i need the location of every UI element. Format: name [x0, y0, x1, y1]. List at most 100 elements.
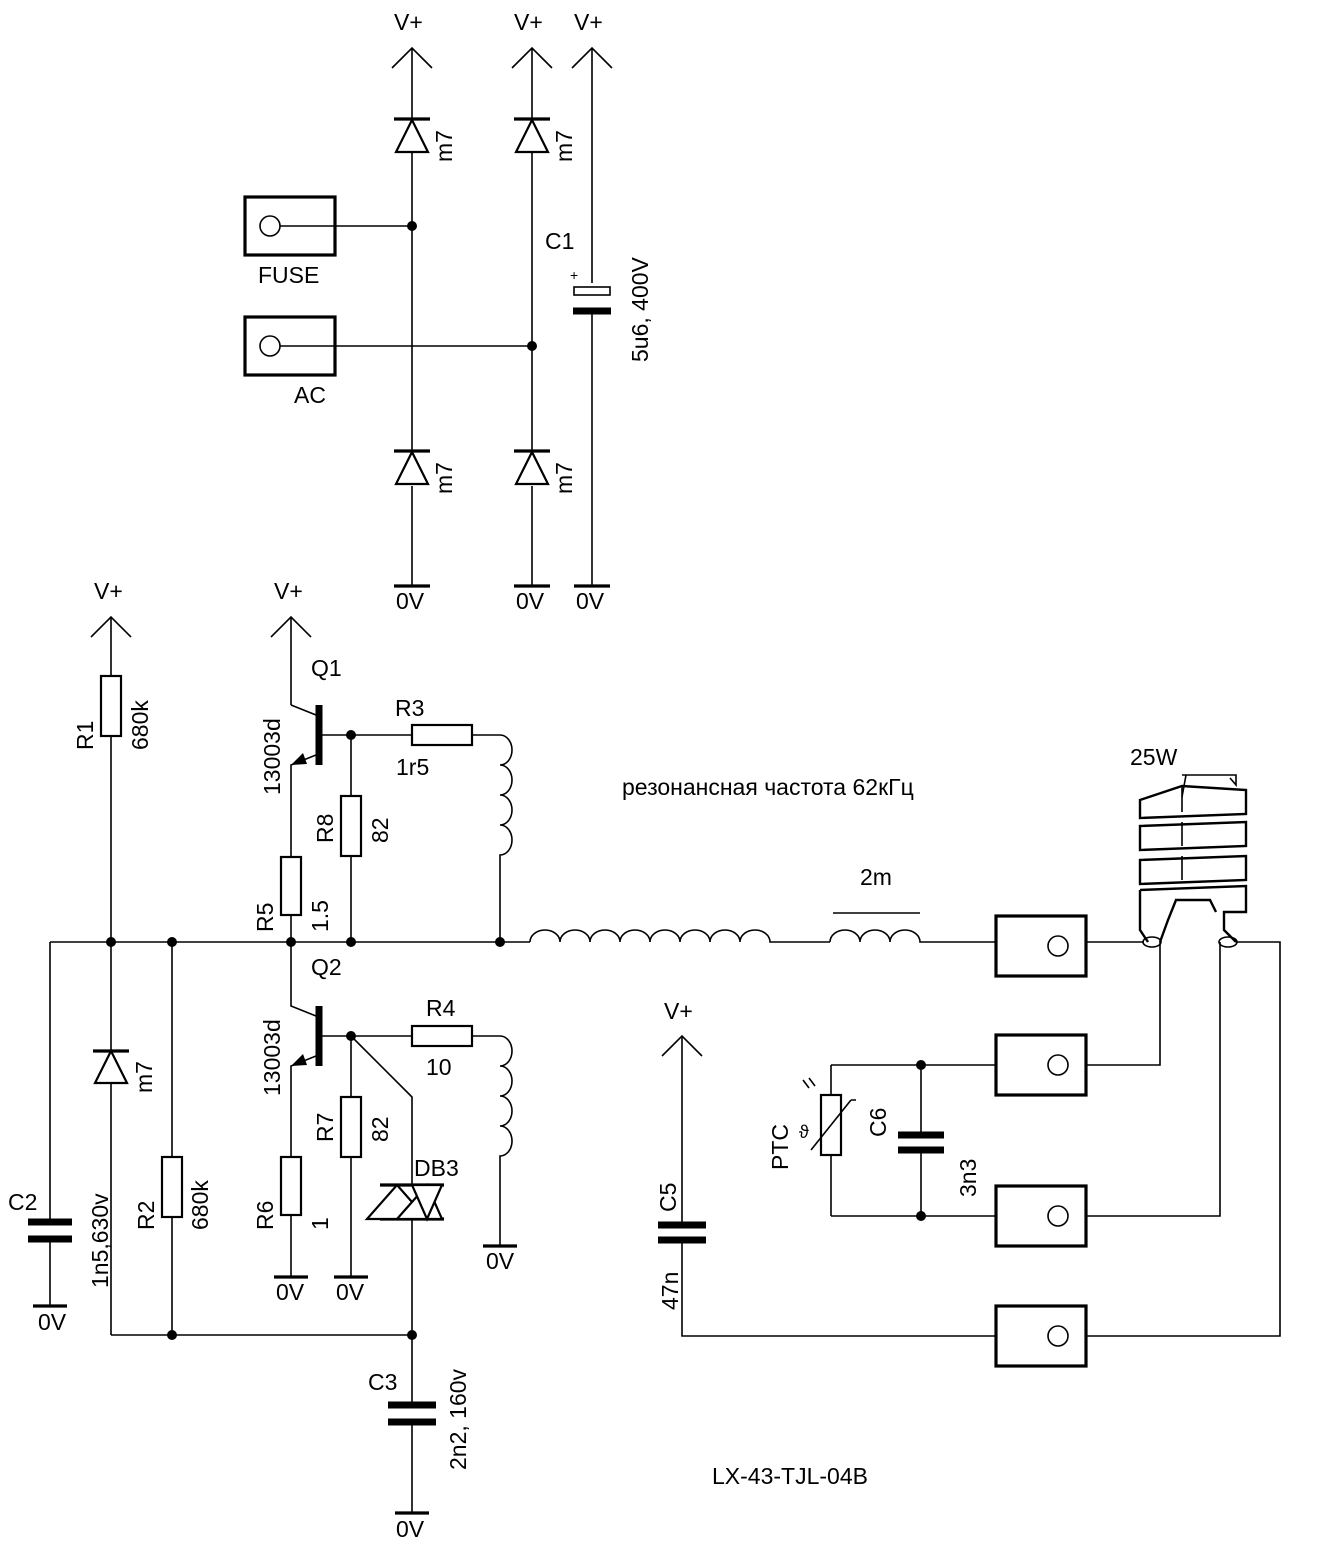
svg-text:DB3: DB3: [414, 1155, 459, 1181]
svg-text:0V: 0V: [396, 1516, 425, 1542]
lamp-terminal-1: [994, 914, 1144, 978]
svg-text:V+: V+: [274, 578, 303, 604]
lamp-terminal-4: [994, 941, 1281, 1368]
inductor-winding-1: [499, 734, 513, 942]
svg-text:ϑ: ϑ: [799, 1122, 809, 1142]
board-title: LX-43-TJL-04B: [712, 1463, 868, 1489]
rectifier: V+ V+ V+ m7 m7 m7: [243, 9, 653, 614]
svg-text:V+: V+: [664, 998, 693, 1024]
svg-text:680k: 680k: [187, 1180, 213, 1230]
svg-text:C3: C3: [368, 1369, 397, 1395]
diac-db3: DB3: [350, 1035, 459, 1335]
oscillator: V+ R1 680k C2 1n5,630v 0V: [8, 578, 530, 1542]
resistor-r4: R4 10: [410, 995, 500, 1080]
svg-text:13003d: 13003d: [259, 718, 285, 795]
connector-fuse: FUSE: [243, 195, 417, 288]
diode-d2: m7: [514, 117, 577, 162]
svg-text:m7: m7: [131, 1061, 157, 1093]
svg-text:0V: 0V: [576, 588, 605, 614]
connector-ac: AC: [243, 315, 537, 408]
svg-text:C2: C2: [8, 1189, 37, 1215]
svg-text:C6: C6: [865, 1108, 891, 1137]
svg-text:1r5: 1r5: [396, 754, 429, 780]
svg-text:0V: 0V: [516, 588, 545, 614]
svg-text:C5: C5: [655, 1183, 681, 1212]
capacitor-c2: C2 1n5,630v 0V: [8, 942, 113, 1335]
svg-text:R5: R5: [252, 903, 278, 932]
svg-text:FUSE: FUSE: [258, 262, 319, 288]
capacitor-c1: + C1 5u6, 400V: [545, 228, 653, 362]
svg-text:10: 10: [426, 1054, 452, 1080]
capacitor-c3: C3 2n2, 160v 0V: [368, 1335, 471, 1542]
svg-text:0V: 0V: [396, 588, 425, 614]
svg-text:3n3: 3n3: [955, 1159, 981, 1197]
svg-text:R8: R8: [312, 814, 338, 843]
svg-text:25W: 25W: [1130, 744, 1178, 770]
svg-text:m7: m7: [431, 130, 457, 162]
svg-text:V+: V+: [514, 9, 543, 35]
vplus-symbol: V+: [571, 9, 613, 283]
svg-text:m7: m7: [551, 130, 577, 162]
svg-text:82: 82: [367, 817, 393, 843]
resonance-note: резонансная частота 62кГц: [622, 774, 914, 800]
inductor-choke: 2m: [529, 864, 996, 943]
vplus-symbol: V+: [270, 578, 312, 705]
diode-d3: m7: [394, 449, 457, 494]
svg-text:0V: 0V: [486, 1248, 515, 1274]
svg-text:m7: m7: [431, 462, 457, 494]
svg-text:m7: m7: [551, 462, 577, 494]
resistor-r7: R7 82 0V: [312, 1036, 393, 1305]
thermistor-ptc: ϑ PTC: [767, 1077, 856, 1170]
capacitor-c5: V+ C5 47n: [655, 998, 996, 1337]
resistor-r2: R2 680k: [133, 942, 213, 1335]
svg-text:R6: R6: [252, 1201, 278, 1230]
svg-text:5u6, 400V: 5u6, 400V: [627, 256, 653, 362]
svg-text:C1: C1: [545, 228, 574, 254]
vplus-symbol: V+: [391, 9, 433, 118]
svg-text:2n2, 160v: 2n2, 160v: [445, 1368, 471, 1470]
svg-text:680k: 680k: [127, 700, 153, 750]
resistor-r3: R3 1r5: [395, 695, 500, 780]
ground-symbol: 0V: [514, 584, 550, 614]
svg-text:0V: 0V: [38, 1309, 67, 1335]
lamp-terminal-2: [994, 942, 1161, 1097]
svg-text:82: 82: [367, 1116, 393, 1142]
transistor-q2: Q2 13003d: [259, 942, 412, 1157]
svg-text:1.5: 1.5: [307, 900, 333, 932]
svg-text:Q1: Q1: [311, 655, 342, 681]
output-stage: 2m резонансная частота 62кГц 25W: [529, 744, 1281, 1368]
svg-text:R2: R2: [133, 1201, 159, 1230]
vplus-symbol: V+: [511, 9, 553, 118]
svg-text:47n: 47n: [657, 1272, 683, 1310]
resistor-r5: R5 1.5: [252, 855, 333, 942]
svg-text:1: 1: [307, 1217, 333, 1230]
svg-text:R1: R1: [72, 721, 98, 750]
svg-text:2m: 2m: [860, 864, 892, 890]
svg-text:V+: V+: [94, 578, 123, 604]
svg-text:+: +: [570, 267, 578, 283]
svg-text:PTC: PTC: [767, 1124, 793, 1170]
diode-d1: m7: [394, 117, 457, 162]
ground-symbol: 0V: [394, 584, 430, 614]
transistor-q1: V+ Q1 13003d: [259, 578, 412, 857]
lamp-tube: 25W: [1130, 744, 1248, 948]
svg-text:1n5,630v: 1n5,630v: [87, 1193, 113, 1288]
capacitor-c6: C6 3n3: [865, 1065, 981, 1216]
diode-d4: m7: [514, 449, 577, 494]
ground-symbol: 0V: [574, 584, 610, 614]
svg-text:V+: V+: [394, 9, 423, 35]
svg-text:V+: V+: [574, 9, 603, 35]
svg-text:0V: 0V: [276, 1279, 305, 1305]
resistor-r8: R8 82: [312, 735, 393, 942]
diode-d5: m7: [93, 942, 157, 1335]
resistor-r1: R1 680k: [72, 674, 153, 942]
svg-text:13003d: 13003d: [259, 1019, 285, 1096]
svg-text:R4: R4: [426, 995, 456, 1021]
svg-text:AC: AC: [294, 382, 326, 408]
svg-text:0V: 0V: [336, 1279, 365, 1305]
vplus-symbol: V+: [90, 578, 132, 676]
svg-text:R7: R7: [312, 1113, 338, 1142]
inductor-winding-2: 0V: [483, 1035, 517, 1274]
